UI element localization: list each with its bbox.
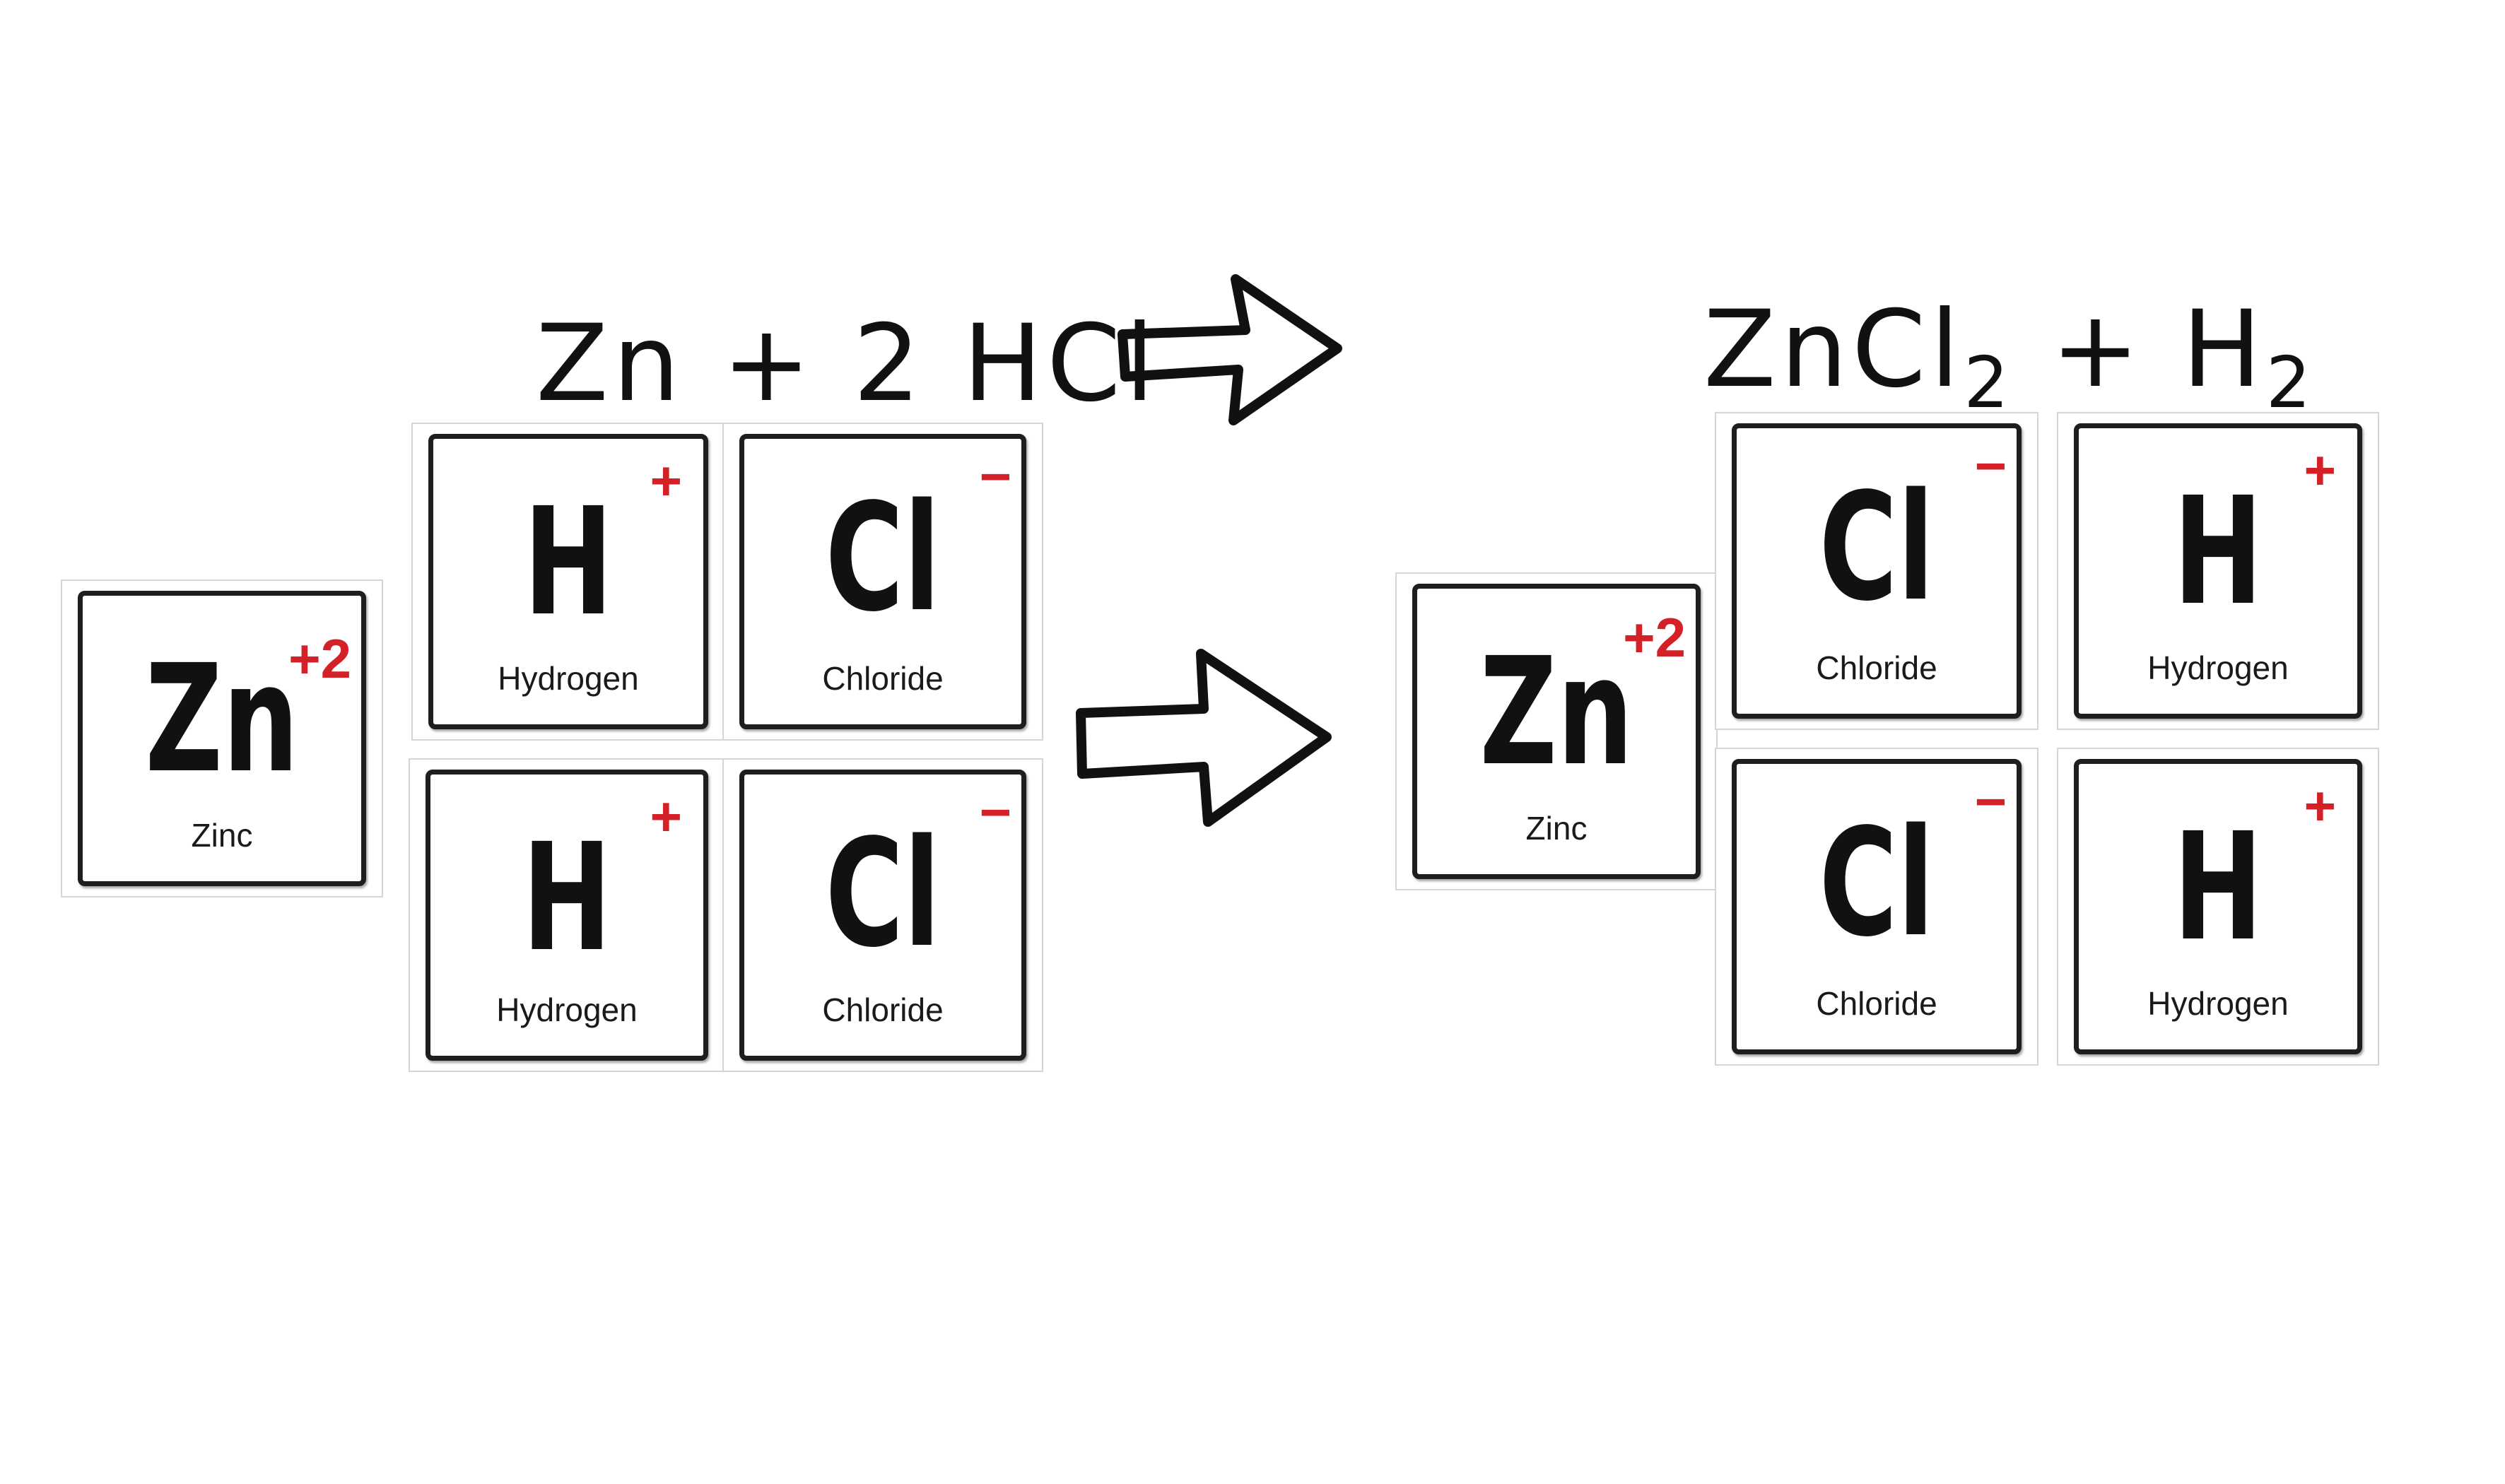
element-symbol: H [2173, 465, 2263, 638]
charge-label: + [650, 785, 682, 847]
charge-label: − [979, 445, 1011, 507]
element-name: Hydrogen [498, 660, 639, 697]
charge-label: − [1974, 435, 2007, 497]
charge-label: + [650, 449, 682, 512]
element-symbol: Cl [825, 471, 941, 644]
element-symbol: H [2173, 801, 2263, 974]
element-symbol: Zn [1479, 625, 1633, 799]
zinc-card-right: Zn +2 Zinc [1397, 574, 1716, 889]
element-symbol: H [523, 476, 614, 649]
hydrogen-card-right-top: H + Hydrogen [2058, 413, 2378, 729]
chloride-card-right-top: Cl − Chloride [1716, 413, 2037, 729]
products-subscript-2: 2 [2265, 341, 2316, 424]
charge-label: − [1974, 770, 2007, 832]
hydrogen-card-left-top: H + Hydrogen [413, 424, 724, 739]
products-formula: ZnCl [1703, 288, 1964, 411]
top-arrow-icon [1117, 274, 1342, 425]
chloride-card-left-top: Cl − Chloride [724, 424, 1042, 739]
element-name: Chloride [1816, 649, 1937, 686]
charge-label: +2 [288, 628, 351, 690]
charge-label: + [2304, 439, 2336, 501]
element-name: Zinc [191, 817, 253, 854]
hydrogen-card-left-bottom: H + Hydrogen [410, 760, 724, 1071]
products-plus-h: + H [2012, 288, 2266, 411]
element-symbol: Zn [145, 632, 299, 806]
hydrogen-card-right-bottom: H + Hydrogen [2058, 749, 2378, 1064]
element-name: Hydrogen [496, 991, 638, 1028]
chloride-card-right-bottom: Cl − Chloride [1716, 749, 2037, 1064]
charge-label: +2 [1623, 606, 1686, 669]
products-subscript: 2 [1964, 341, 2013, 424]
charge-label: − [979, 781, 1011, 843]
element-name: Zinc [1525, 810, 1588, 847]
element-symbol: Cl [825, 807, 941, 980]
element-name: Chloride [1816, 985, 1937, 1022]
charge-label: + [2304, 775, 2336, 837]
zinc-card-left: Zn +2 Zinc [62, 581, 382, 896]
products-equation: ZnCl2 + H2 [1703, 297, 2315, 418]
element-name: Chloride [822, 991, 944, 1028]
element-symbol: Cl [1819, 796, 1935, 970]
element-symbol: H [522, 811, 612, 984]
element-symbol: Cl [1819, 461, 1935, 634]
chloride-card-left-bottom: Cl − Chloride [724, 760, 1042, 1071]
element-name: Hydrogen [2147, 649, 2289, 686]
element-name: Chloride [822, 660, 944, 697]
reactants-equation: Zn + 2 HCl [536, 302, 1159, 425]
middle-arrow-icon [1076, 649, 1332, 827]
element-name: Hydrogen [2147, 985, 2289, 1022]
